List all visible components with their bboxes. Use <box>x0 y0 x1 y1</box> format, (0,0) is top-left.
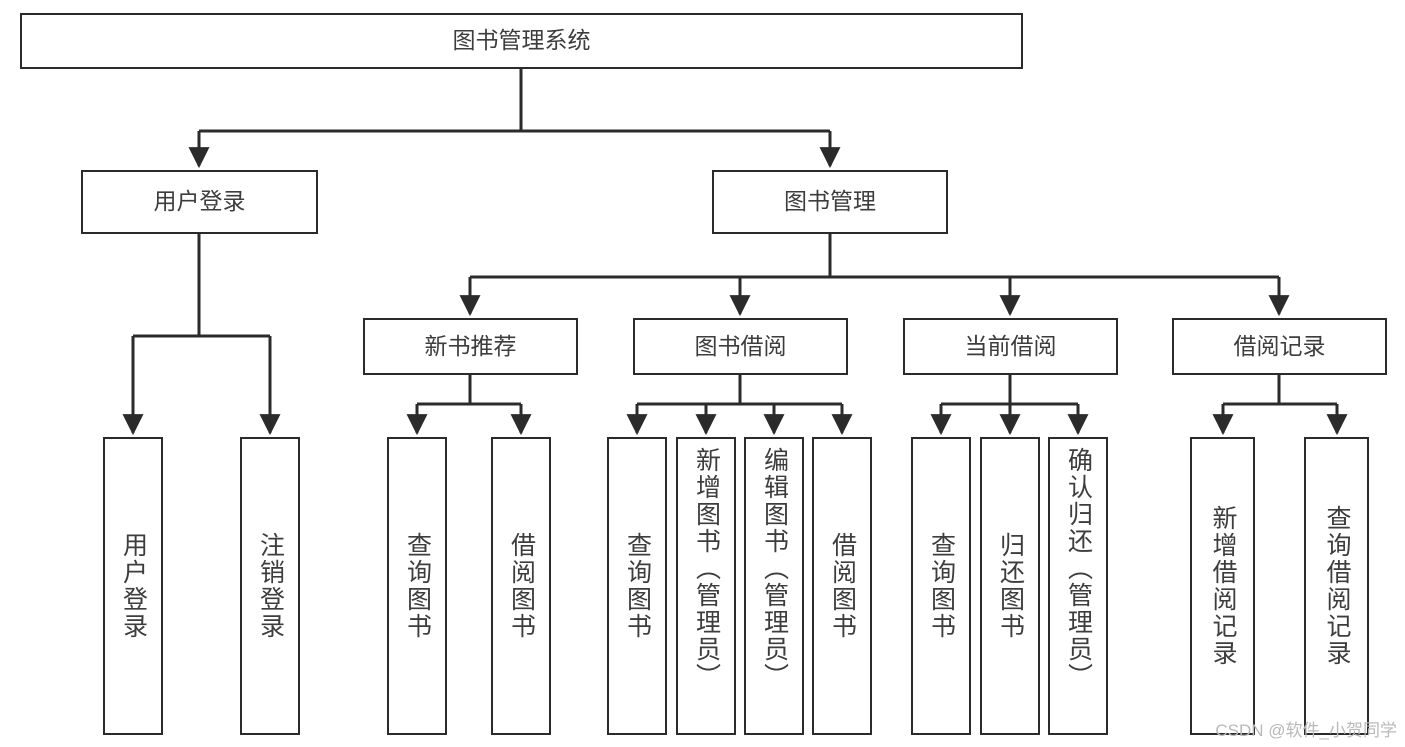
node-user-login-label: 用户登录 <box>153 188 246 215</box>
leaf-record-query-record-label: 查询借阅记录 <box>1323 505 1351 667</box>
leaf-logout[interactable]: 注销登录 <box>240 437 300 735</box>
node-new-book-recommend-label: 新书推荐 <box>424 332 517 359</box>
leaf-borrow-edit-book-admin-label: 编辑图书（管理员） <box>760 447 789 690</box>
leaf-logout-label: 注销登录 <box>256 532 285 640</box>
node-book-borrow[interactable]: 图书借阅 <box>633 318 848 375</box>
leaf-user-login[interactable]: 用户登录 <box>103 437 163 735</box>
node-borrow-record-label: 借阅记录 <box>1233 332 1326 359</box>
node-borrow-record[interactable]: 借阅记录 <box>1172 318 1387 375</box>
leaf-newbook-query-book[interactable]: 查询图书 <box>387 437 447 735</box>
leaf-current-query-book[interactable]: 查询图书 <box>911 437 971 735</box>
leaf-current-query-book-label: 查询图书 <box>927 532 956 640</box>
node-root-system[interactable]: 图书管理系统 <box>20 13 1023 69</box>
leaf-record-query-record[interactable]: 查询借阅记录 <box>1304 437 1369 735</box>
leaf-borrow-query-book-label: 查询图书 <box>623 532 652 640</box>
node-user-login[interactable]: 用户登录 <box>81 170 318 234</box>
leaf-newbook-borrow-book[interactable]: 借阅图书 <box>491 437 551 735</box>
leaf-current-confirm-return-admin-label: 确认归还（管理员） <box>1064 447 1093 690</box>
node-new-book-recommend[interactable]: 新书推荐 <box>363 318 578 375</box>
csdn-watermark: CSDN @软件_小贺同学 <box>1215 721 1397 740</box>
node-book-management[interactable]: 图书管理 <box>712 170 948 234</box>
leaf-newbook-query-book-label: 查询图书 <box>403 532 432 640</box>
leaf-borrow-lend-book-label: 借阅图书 <box>828 532 857 640</box>
leaf-current-return-book-label: 归还图书 <box>996 532 1025 640</box>
node-current-borrow-label: 当前借阅 <box>964 332 1057 359</box>
leaf-newbook-borrow-book-label: 借阅图书 <box>507 532 536 640</box>
node-book-management-label: 图书管理 <box>784 188 876 215</box>
leaf-borrow-add-book-admin-label: 新增图书（管理员） <box>692 447 721 690</box>
leaf-borrow-edit-book-admin[interactable]: 编辑图书（管理员） <box>744 437 804 735</box>
node-book-borrow-label: 图书借阅 <box>694 332 787 359</box>
leaf-current-return-book[interactable]: 归还图书 <box>980 437 1040 735</box>
node-root-system-label: 图书管理系统 <box>452 27 591 54</box>
leaf-current-confirm-return-admin[interactable]: 确认归还（管理员） <box>1048 437 1108 735</box>
leaf-borrow-lend-book[interactable]: 借阅图书 <box>812 437 872 735</box>
leaf-record-add-record-label: 新增借阅记录 <box>1209 505 1237 667</box>
leaf-user-login-label: 用户登录 <box>119 532 148 640</box>
node-current-borrow[interactable]: 当前借阅 <box>903 318 1118 375</box>
leaf-borrow-add-book-admin[interactable]: 新增图书（管理员） <box>676 437 736 735</box>
leaf-record-add-record[interactable]: 新增借阅记录 <box>1190 437 1255 735</box>
leaf-borrow-query-book[interactable]: 查询图书 <box>607 437 667 735</box>
